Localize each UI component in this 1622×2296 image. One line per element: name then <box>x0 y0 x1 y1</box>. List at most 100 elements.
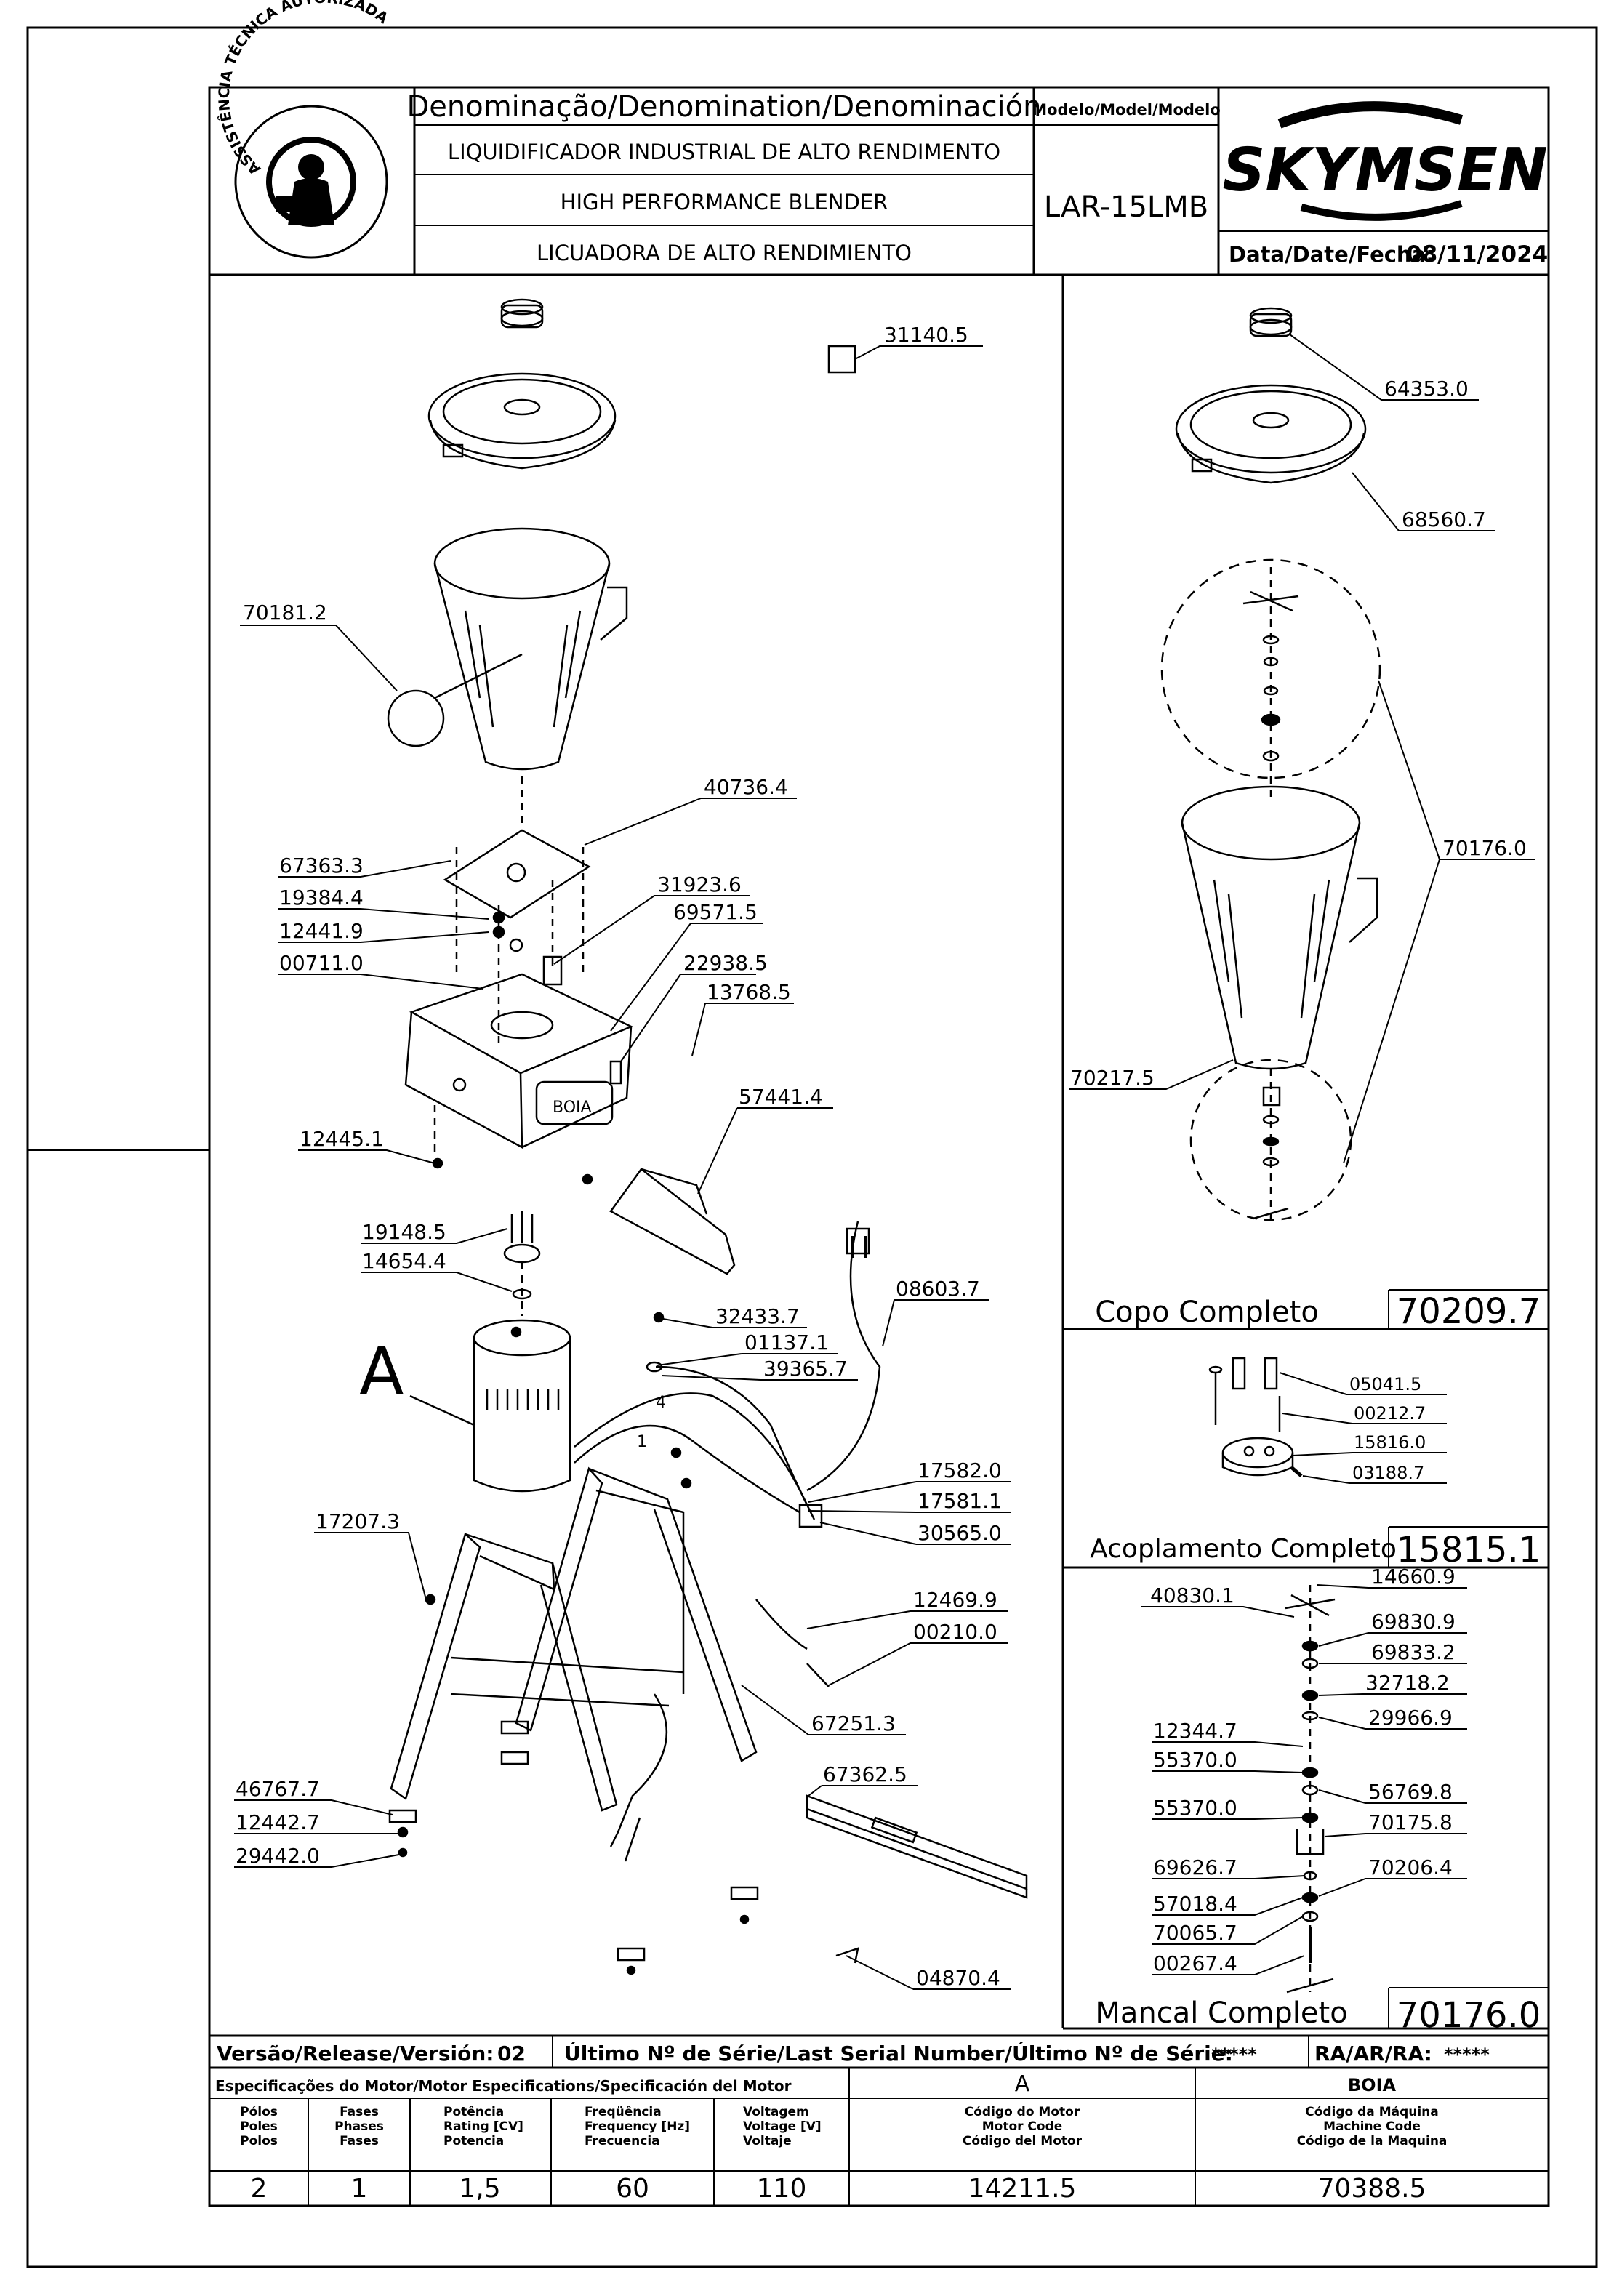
blender-cup <box>387 527 628 771</box>
machine-col-boia: BOIA <box>1348 2075 1397 2095</box>
h-phases-es: Fases <box>340 2134 379 2148</box>
h-machine-en: Machine Code <box>1323 2119 1421 2134</box>
part-12442: 12442.7 <box>236 1810 320 1834</box>
part-55370-a: 55370.0 <box>1153 1748 1237 1772</box>
date-label: Data/Date/Fecha: <box>1229 242 1434 267</box>
mancal-title: Mancal Completo <box>1095 1996 1347 2030</box>
wire-label-4: 4 <box>656 1394 666 1412</box>
h-rating-en: Rating [CV] <box>443 2119 523 2134</box>
base-plate <box>443 829 591 1047</box>
copo-bearing-stack <box>1253 1069 1289 1221</box>
name-es: LICUADORA DE ALTO RENDIMIENTO <box>537 241 912 265</box>
v-phases: 1 <box>351 2174 368 2204</box>
label-a: A <box>359 1334 404 1410</box>
part-12344: 12344.7 <box>1153 1719 1237 1743</box>
mancal-code: 70176.0 <box>1397 1995 1541 2036</box>
part-29966: 29966.9 <box>1368 1706 1453 1730</box>
spring-2 <box>806 1663 830 1687</box>
copo-lid <box>1175 384 1367 484</box>
part-29442: 29442.0 <box>236 1844 320 1868</box>
part-17581: 17581.1 <box>918 1489 1002 1513</box>
stand-frame <box>390 1466 758 1862</box>
part-40736: 40736.4 <box>704 775 788 799</box>
copo-title: Copo Completo <box>1095 1296 1319 1329</box>
footer-table: Versão/Release/Versión: 02 Último Nº de … <box>209 2034 1549 2206</box>
part-70206: 70206.4 <box>1368 1855 1453 1879</box>
ra-label: RA/AR/RA: <box>1314 2042 1432 2066</box>
footer-headers: Pólos Poles Polos Fases Phases Fases Pot… <box>240 2105 1447 2148</box>
page-frame <box>26 26 1598 2268</box>
part-labels-copo: 64353.0 68560.7 70176.0 70217.5 <box>1070 377 1527 1090</box>
name-pt: LIQUIDIFICADOR INDUSTRIAL DE ALTO RENDIM… <box>448 140 1000 164</box>
part-01137: 01137.1 <box>744 1330 829 1354</box>
part-57018: 57018.4 <box>1153 1892 1237 1916</box>
v-poles: 2 <box>251 2174 268 2204</box>
part-12469: 12469.9 <box>913 1588 997 1612</box>
acoplamento-title-box: Acoplamento Completo 15815.1 <box>1063 1526 1549 1570</box>
copo-completo-view <box>1160 307 1381 1221</box>
v-rating: 1,5 <box>459 2174 500 2204</box>
part-64353: 64353.0 <box>1384 377 1469 401</box>
h-motor-pt: Código do Motor <box>965 2105 1080 2119</box>
part-39365: 39365.7 <box>763 1357 848 1381</box>
sheet-border <box>208 86 1550 2207</box>
part-67362: 67362.5 <box>823 1762 907 1786</box>
h-freq-en: Frequency [Hz] <box>585 2119 690 2134</box>
part-67363: 67363.3 <box>279 854 364 878</box>
h-rating-pt: Potência <box>443 2105 504 2119</box>
v-machine-code: 70388.5 <box>1318 2174 1426 2204</box>
cable-bracket <box>582 1168 736 1275</box>
brand-logo: SKYMSEN <box>1222 101 1548 221</box>
copo-code: 70209.7 <box>1397 1291 1541 1332</box>
wiring <box>574 1221 881 1528</box>
part-31923: 31923.6 <box>657 872 742 896</box>
name-en: HIGH PERFORMANCE BLENDER <box>561 190 888 214</box>
part-labels-mancal: 40830.1 14660.9 69830.9 69833.2 32718.2 … <box>1150 1565 1456 1975</box>
part-55370-b: 55370.0 <box>1153 1796 1237 1820</box>
main-exploded-view: BOIA <box>387 298 1028 1975</box>
spring-1 <box>755 1599 808 1650</box>
h-phases-en: Phases <box>334 2119 384 2134</box>
part-17582: 17582.0 <box>918 1458 1002 1482</box>
part-00212: 00212.7 <box>1354 1403 1426 1424</box>
lid-knob <box>500 298 544 329</box>
date-value: 08/11/2024 <box>1406 241 1548 268</box>
part-14654: 14654.4 <box>362 1249 446 1273</box>
part-00267: 00267.4 <box>1153 1951 1237 1975</box>
part-69626: 69626.7 <box>1153 1855 1237 1879</box>
release-label: Versão/Release/Versión: <box>217 2042 494 2066</box>
part-68560: 68560.7 <box>1402 507 1486 531</box>
footer-values: 2 1 1,5 60 110 14211.5 70388.5 <box>251 2174 1426 2204</box>
part-19148: 19148.5 <box>362 1220 446 1244</box>
housing-badge: BOIA <box>553 1099 592 1117</box>
part-70065: 70065.7 <box>1153 1921 1237 1945</box>
denomination-label: Denominação/Denomination/Denominación <box>406 90 1041 124</box>
v-freq: 60 <box>616 2174 649 2204</box>
acoplamento-title: Acoplamento Completo <box>1090 1534 1397 1564</box>
v-volt: 110 <box>757 2174 807 2204</box>
part-57441: 57441.4 <box>739 1085 823 1109</box>
mancal-view <box>1285 1585 1336 1994</box>
part-12441: 12441.9 <box>279 919 364 943</box>
part-04870: 04870.4 <box>916 1966 1000 1990</box>
part-13768: 13768.5 <box>707 980 791 1004</box>
h-volt-en: Voltage [V] <box>743 2119 822 2134</box>
copo-blade-stack <box>1242 567 1299 800</box>
part-19384: 19384.4 <box>279 886 364 910</box>
h-rating-es: Potencia <box>443 2134 504 2148</box>
h-poles-en: Poles <box>240 2119 278 2134</box>
title-block: ASSISTÊNCIA TÉCNICA AUTORIZADA Denominaç… <box>209 0 1549 276</box>
h-volt-pt: Voltagem <box>743 2105 809 2119</box>
part-22938: 22938.5 <box>683 951 768 975</box>
release-value: 02 <box>497 2042 526 2066</box>
copo-cup <box>1181 785 1378 1070</box>
authorized-service-seal: ASSISTÊNCIA TÉCNICA AUTORIZADA <box>215 0 392 259</box>
wire-label-1: 1 <box>637 1433 647 1451</box>
stand-feet <box>388 1720 759 1975</box>
motor-spec-label: Especificações do Motor/Motor Especifica… <box>215 2077 792 2095</box>
motor-housing: BOIA <box>404 955 634 1169</box>
lid <box>427 372 617 470</box>
part-labels-main: 31140.5 70181.2 40736.4 67363.3 19384.4 … <box>236 323 1002 1990</box>
model-label: Modelo/Model/Modelo <box>1032 101 1221 119</box>
part-32433: 32433.7 <box>715 1304 800 1328</box>
